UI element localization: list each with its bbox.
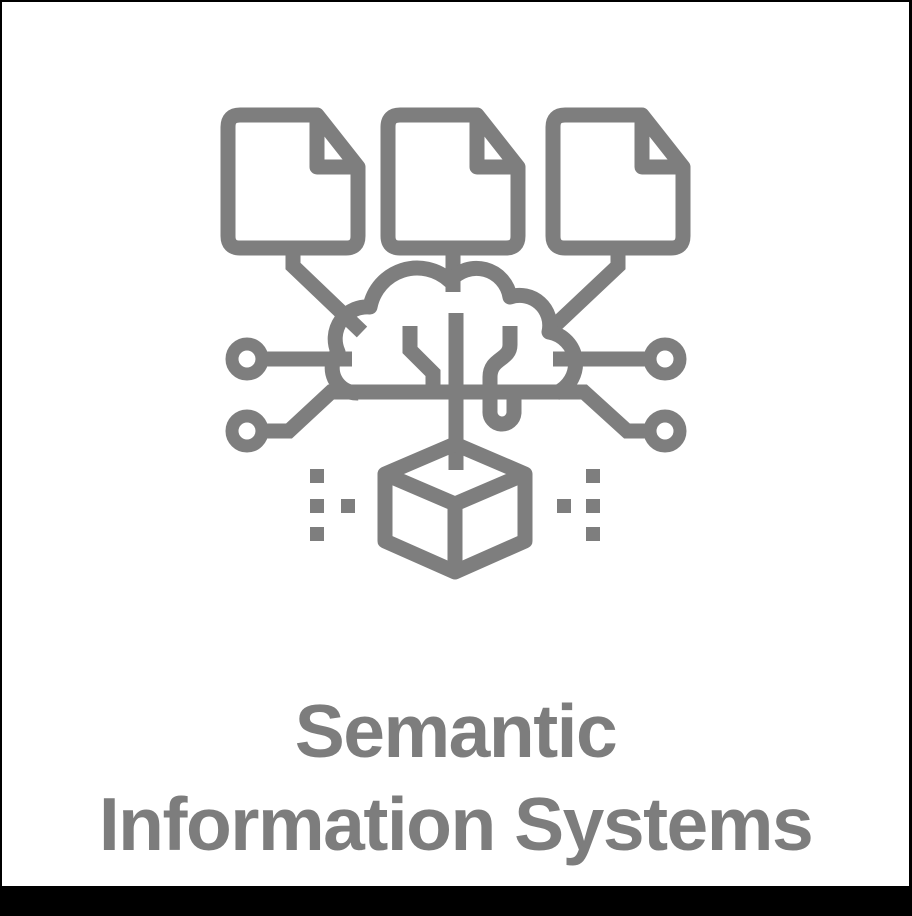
document-icon <box>380 107 526 256</box>
document-icon <box>545 107 691 256</box>
brain-circuit-icon <box>324 260 584 470</box>
dot-grid-icon <box>310 469 600 541</box>
card-title-line2: Information Systems <box>98 782 814 866</box>
circuit-node-icon <box>225 337 687 453</box>
card-title: Semantic Information Systems <box>2 685 909 871</box>
connector-lines <box>285 248 626 338</box>
logo-card: Semantic Information Systems <box>2 2 909 886</box>
cube-icon <box>377 436 533 580</box>
card-title-line1: Semantic <box>294 689 618 773</box>
document-icon <box>220 107 366 256</box>
